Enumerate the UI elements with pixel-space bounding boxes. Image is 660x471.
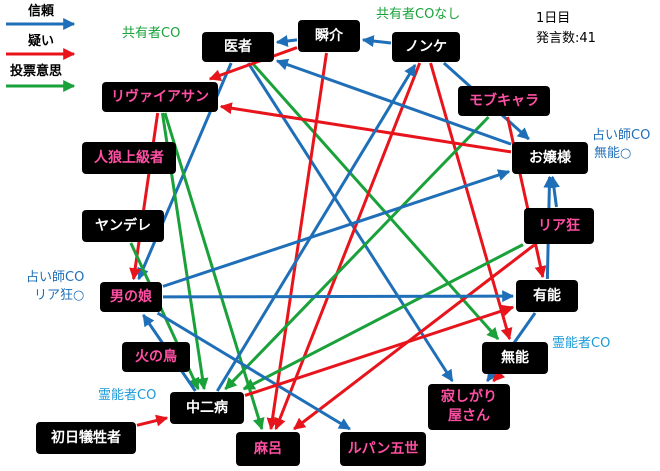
edge-nonke-to-maro bbox=[274, 62, 422, 431]
edge-riakyou-to-ojousama bbox=[547, 175, 560, 208]
label-uranai-co-right: 占い師CO bbox=[592, 128, 651, 143]
node-hinotori: 火の鳥 bbox=[122, 342, 190, 372]
edge-otokonoko-to-ojousama bbox=[162, 169, 511, 288]
label-kyouyuu-co: 共有者CO bbox=[122, 26, 181, 41]
node-riakyou: リア狂 bbox=[524, 208, 594, 244]
node-yandere: ヤンデレ bbox=[82, 210, 164, 242]
node-yuunou: 有能 bbox=[516, 280, 578, 312]
node-shonichi: 初日犠牲者 bbox=[36, 422, 136, 454]
edge-nonke-to-munou bbox=[429, 62, 513, 341]
label-munou-maru: 無能○ bbox=[594, 146, 632, 161]
node-munou: 無能 bbox=[482, 342, 548, 374]
label-uranai-co-left: 占い師CO bbox=[26, 270, 85, 285]
node-maro: 麻呂 bbox=[236, 432, 300, 466]
node-chuunibyou: 中二病 bbox=[170, 392, 244, 424]
edge-chuunibyou-to-yuunou bbox=[244, 304, 515, 397]
edge-rivaiasan-to-otokonoko bbox=[129, 112, 160, 281]
node-nonke: ノンケ bbox=[392, 32, 460, 62]
label-kyouyuu-co-nashi: 共有者COなし bbox=[376, 7, 461, 22]
node-ojousama: お嬢様 bbox=[512, 142, 588, 174]
edge-riakyou-to-maro bbox=[293, 243, 536, 431]
legend-doubt-label: 疑い bbox=[28, 34, 55, 49]
label-reinou-co-right: 霊能者CO bbox=[552, 336, 611, 351]
edge-chuunibyou-to-nonke bbox=[216, 63, 417, 392]
edge-riakyou-to-chuunibyou bbox=[242, 243, 524, 391]
label-reinou-co-left: 霊能者CO bbox=[98, 388, 157, 403]
day-label: 1日目 bbox=[536, 11, 571, 26]
edge-otokonoko-to-lupin bbox=[156, 311, 351, 431]
post-count: 発言数:41 bbox=[536, 31, 596, 46]
edge-isha-to-munou bbox=[251, 62, 500, 340]
label-riakyou-maru: リア狂○ bbox=[34, 288, 85, 303]
node-otokonoko: 男の娘 bbox=[100, 282, 162, 312]
edge-nonke-to-shunsuke bbox=[361, 35, 392, 48]
edge-ojousama-to-rivaiasan bbox=[219, 102, 512, 154]
edge-shunsuke-to-rivaiasan bbox=[208, 46, 298, 81]
edge-shonichi-to-chuunibyou bbox=[136, 414, 169, 427]
legend-vote-label: 投票意思 bbox=[10, 64, 63, 79]
node-mobukyara: モブキャラ bbox=[458, 86, 550, 116]
legend-trust-label: 信頼 bbox=[28, 4, 55, 19]
edge-otokonoko-to-yuunou bbox=[162, 290, 515, 303]
node-sabishigari: 寂しがり 屋さん bbox=[428, 384, 510, 430]
edge-shunsuke-to-isha bbox=[275, 35, 298, 47]
node-jinrou: 人狼上級者 bbox=[82, 142, 176, 174]
node-rivaiasan: リヴァイアサン bbox=[102, 82, 218, 112]
node-lupin: ルパン五世 bbox=[340, 432, 426, 466]
node-isha: 医者 bbox=[202, 32, 274, 62]
edge-munou-to-sabishigari bbox=[492, 369, 506, 383]
node-shunsuke: 瞬介 bbox=[298, 20, 360, 52]
edge-mobukyara-to-chuunibyou bbox=[224, 115, 490, 391]
